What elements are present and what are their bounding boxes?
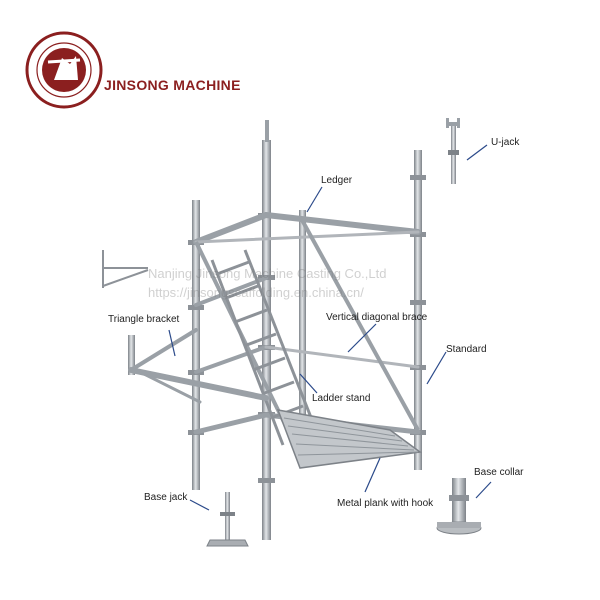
- base-collar-inset: [436, 478, 482, 535]
- label-base-jack: Base jack: [144, 492, 188, 503]
- base-jack-inset: [206, 492, 249, 547]
- standards: [128, 120, 422, 540]
- label-ladder-stand: Ladder stand: [312, 393, 371, 404]
- watermark-company: Nanjing Jinsong Machine Casting Co.,Ltd: [148, 266, 387, 281]
- label-metal-plank: Metal plank with hook: [337, 498, 434, 509]
- label-u-jack: U-jack: [491, 137, 520, 148]
- brand-name: JINSONG MACHINE: [104, 77, 241, 93]
- callout-arrows: [168, 144, 492, 511]
- triangle-bracket-assembly: [128, 328, 269, 404]
- label-standard: Standard: [446, 344, 487, 355]
- triangle-bracket-inset: [102, 250, 149, 288]
- label-triangle-bracket: Triangle bracket: [108, 314, 180, 325]
- watermark-url: https://jinsongscaffolding.en.china.cn/: [148, 285, 364, 300]
- label-ledger: Ledger: [321, 175, 353, 186]
- ladder: [210, 249, 314, 446]
- metal-plank: [276, 409, 422, 469]
- company-logo-seal: [25, 31, 103, 109]
- label-base-collar: Base collar: [474, 467, 524, 478]
- u-jack-inset: [446, 118, 460, 184]
- ledgers: [193, 212, 421, 435]
- label-vertical-diagonal-brace: Vertical diagonal brace: [326, 312, 428, 323]
